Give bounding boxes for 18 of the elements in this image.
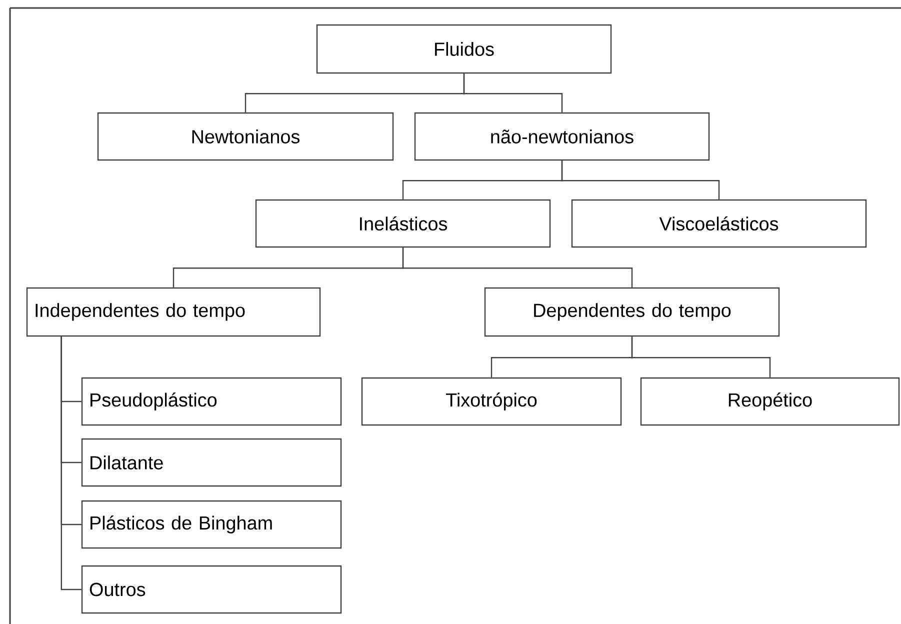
connector-line <box>463 74 563 112</box>
category-box: Tixotrópico <box>361 377 622 426</box>
connector-line <box>631 336 771 378</box>
category-box: Fluidos <box>316 24 612 74</box>
category-box: Viscoelásticos <box>571 199 867 248</box>
connector-line <box>402 248 633 288</box>
category-box: Pseudoplástico <box>81 377 342 426</box>
category-box: Outros <box>81 565 342 614</box>
category-box: Dilatante <box>81 438 342 487</box>
category-box: Inelásticos <box>255 199 551 248</box>
connector-line <box>561 160 720 200</box>
category-box: Plásticos de Bingham <box>81 500 342 549</box>
category-box: Independentes do tempo <box>26 287 321 337</box>
category-box: Reopético <box>640 377 900 426</box>
category-box: Dependentes do tempo <box>484 287 780 337</box>
connector-line <box>60 336 82 590</box>
category-box: não-newtonianos <box>414 112 710 161</box>
category-box: Newtonianos <box>97 112 394 161</box>
